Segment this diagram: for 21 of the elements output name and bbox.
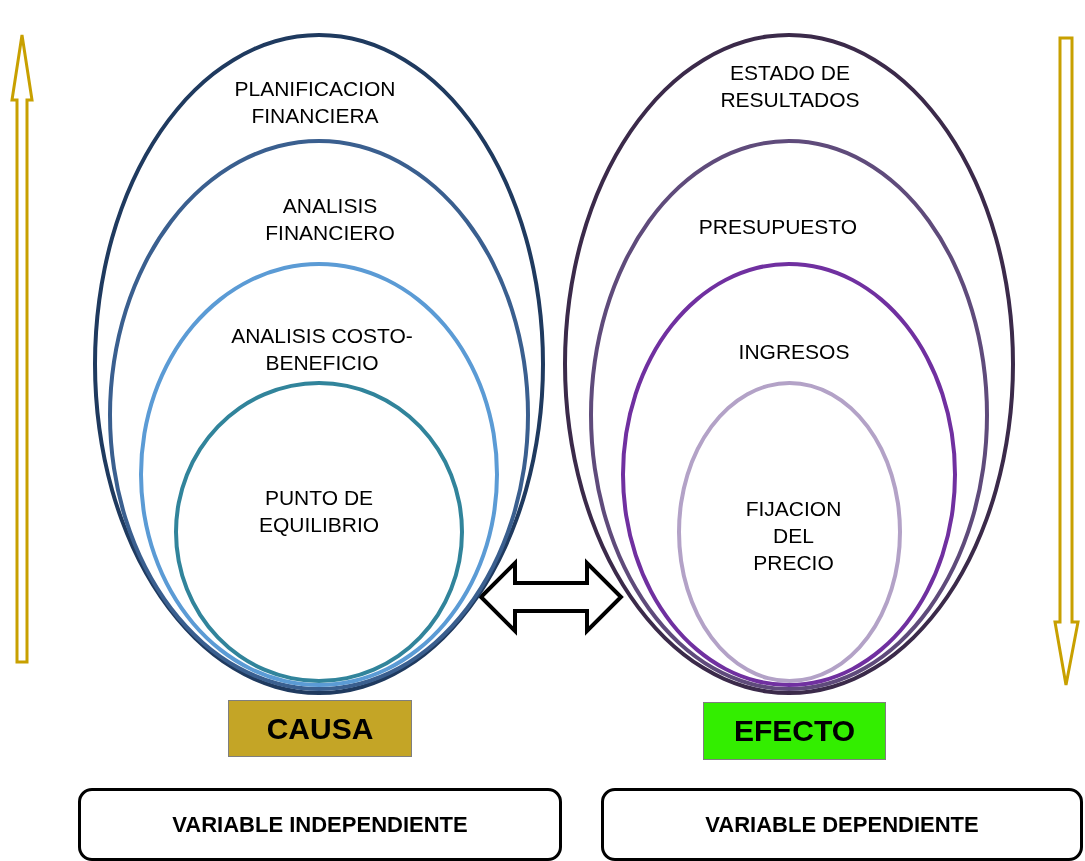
ellipse-label: FIJACION DEL PRECIO [744,496,843,576]
label-box: EFECTO [703,702,886,760]
ellipse-label: ANALISIS FINANCIERO [264,193,396,246]
ellipse-label: INGRESOS [737,339,851,365]
ellipse-label: PRESUPUESTO [697,214,859,240]
ellipse-label: ANALISIS COSTO-BENEFICIO [230,323,414,376]
ellipse [676,381,902,683]
double-arrow [478,558,624,636]
rounded-box: VARIABLE INDEPENDIENTE [78,788,562,861]
ellipse [93,33,545,695]
ellipse [174,381,464,683]
label-box: CAUSA [228,700,412,757]
ellipse [108,139,530,691]
rounded-box: VARIABLE DEPENDIENTE [601,788,1083,861]
ellipse [139,262,499,687]
ellipse [589,139,989,691]
ellipse-label: ESTADO DE RESULTADOS [719,60,861,113]
ellipse-label: PLANIFICACION FINANCIERA [233,76,397,129]
ellipse [621,262,957,687]
ellipse [563,33,1015,695]
ellipse-label: PUNTO DE EQUILIBRIO [257,485,381,538]
